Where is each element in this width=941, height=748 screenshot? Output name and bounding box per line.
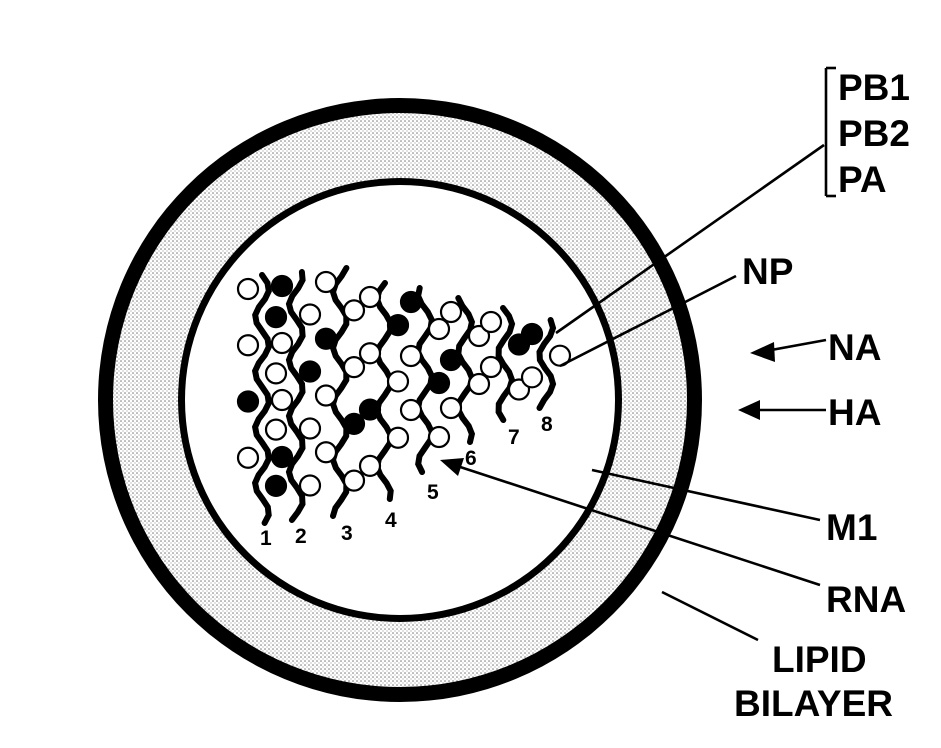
np-bead bbox=[360, 343, 380, 363]
np-bead bbox=[481, 312, 501, 332]
np-bead bbox=[388, 428, 408, 448]
np-bead bbox=[238, 448, 258, 468]
polymerase-bead bbox=[401, 292, 421, 312]
np-bead bbox=[316, 272, 336, 292]
polymerase-bead bbox=[522, 324, 542, 344]
polymerase-bead bbox=[300, 362, 320, 382]
np-bead bbox=[266, 420, 286, 440]
label-bilayer: BILAYER bbox=[734, 683, 893, 724]
segment-number-5: 5 bbox=[427, 481, 439, 504]
np-bead bbox=[272, 333, 292, 353]
np-bead bbox=[388, 371, 408, 391]
polymerase-bead bbox=[316, 329, 336, 349]
np-bead bbox=[344, 471, 364, 491]
label-ha: HA bbox=[828, 392, 881, 433]
np-bead bbox=[401, 346, 421, 366]
label-lipid: LIPID bbox=[772, 639, 867, 680]
polymerase-bead bbox=[429, 373, 449, 393]
np-bead bbox=[481, 357, 501, 377]
polymerase-bead bbox=[272, 276, 292, 296]
polymerase-bead bbox=[441, 350, 461, 370]
polymerase-bead bbox=[344, 414, 364, 434]
segment-number-3: 3 bbox=[341, 522, 353, 545]
label-np: NP bbox=[742, 251, 793, 292]
segment-number-4: 4 bbox=[385, 509, 397, 532]
np-bead bbox=[238, 279, 258, 299]
np-bead bbox=[344, 357, 364, 377]
polymerase-bead bbox=[388, 315, 408, 335]
label-m1: M1 bbox=[826, 507, 877, 548]
np-bead bbox=[300, 419, 320, 439]
segment-number-6: 6 bbox=[465, 447, 477, 470]
np-bead bbox=[429, 319, 449, 339]
np-bead bbox=[360, 456, 380, 476]
np-bead bbox=[429, 427, 449, 447]
np-bead bbox=[441, 302, 461, 322]
polymerase-bead bbox=[272, 447, 292, 467]
np-bead bbox=[360, 287, 380, 307]
polymerase-bead bbox=[360, 400, 380, 420]
segment-number-2: 2 bbox=[295, 525, 307, 548]
polymerase-bead bbox=[266, 307, 286, 327]
segment-number-7: 7 bbox=[508, 426, 520, 449]
np-bead bbox=[266, 363, 286, 383]
np-bead bbox=[238, 335, 258, 355]
ha-arrowhead bbox=[738, 400, 760, 420]
np-bead bbox=[441, 398, 461, 418]
label-pb1: PB1 bbox=[838, 67, 910, 108]
np-bead bbox=[401, 400, 421, 420]
label-na: NA bbox=[828, 327, 881, 368]
np-bead bbox=[300, 305, 320, 325]
na-arrowhead bbox=[750, 342, 775, 362]
np-bead bbox=[316, 442, 336, 462]
polymerase-bead bbox=[266, 476, 286, 496]
leader-lipid bbox=[662, 592, 758, 640]
np-bead bbox=[272, 390, 292, 410]
np-bead bbox=[300, 476, 320, 496]
polymerase-bead bbox=[238, 392, 258, 412]
segment-number-8: 8 bbox=[541, 413, 553, 436]
np-bead bbox=[469, 374, 489, 394]
label-rna: RNA bbox=[826, 579, 906, 620]
label-pb2: PB2 bbox=[838, 113, 910, 154]
np-bead bbox=[316, 386, 336, 406]
label-pa: PA bbox=[838, 159, 887, 200]
np-bead bbox=[522, 367, 542, 387]
segment-number-1: 1 bbox=[260, 527, 272, 550]
